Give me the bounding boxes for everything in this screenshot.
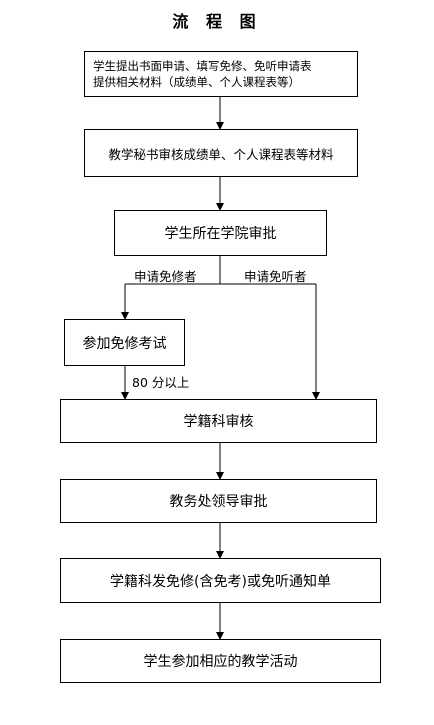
step-secretary: 教学秘书审核成绩单、个人课程表等材料: [84, 129, 358, 177]
branch-label-exempt-attend: 申请免听者: [244, 269, 307, 284]
step-leader: 教务处领导审批: [60, 479, 377, 523]
step-apply-line1: 学生提出书面申请、填写免修、免听申请表: [93, 59, 312, 73]
step-activity: 学生参加相应的教学活动: [60, 639, 381, 683]
step-college: 学生所在学院审批: [114, 210, 327, 256]
step-exam: 参加免修考试: [64, 319, 185, 366]
step-registry-review: 学籍科审核: [60, 399, 377, 443]
step-notice: 学籍科发免修(含免考)或免听通知单: [60, 558, 381, 603]
step-apply-line2: 提供相关材料（成绩单、个人课程表等）: [93, 75, 300, 89]
branch-label-exempt-study: 申请免修者: [134, 269, 197, 284]
step-apply: 学生提出书面申请、填写免修、免听申请表 提供相关材料（成绩单、个人课程表等）: [84, 51, 358, 97]
score-label: 80 分以上: [132, 375, 190, 390]
diagram-title: 流 程 图: [172, 12, 262, 31]
